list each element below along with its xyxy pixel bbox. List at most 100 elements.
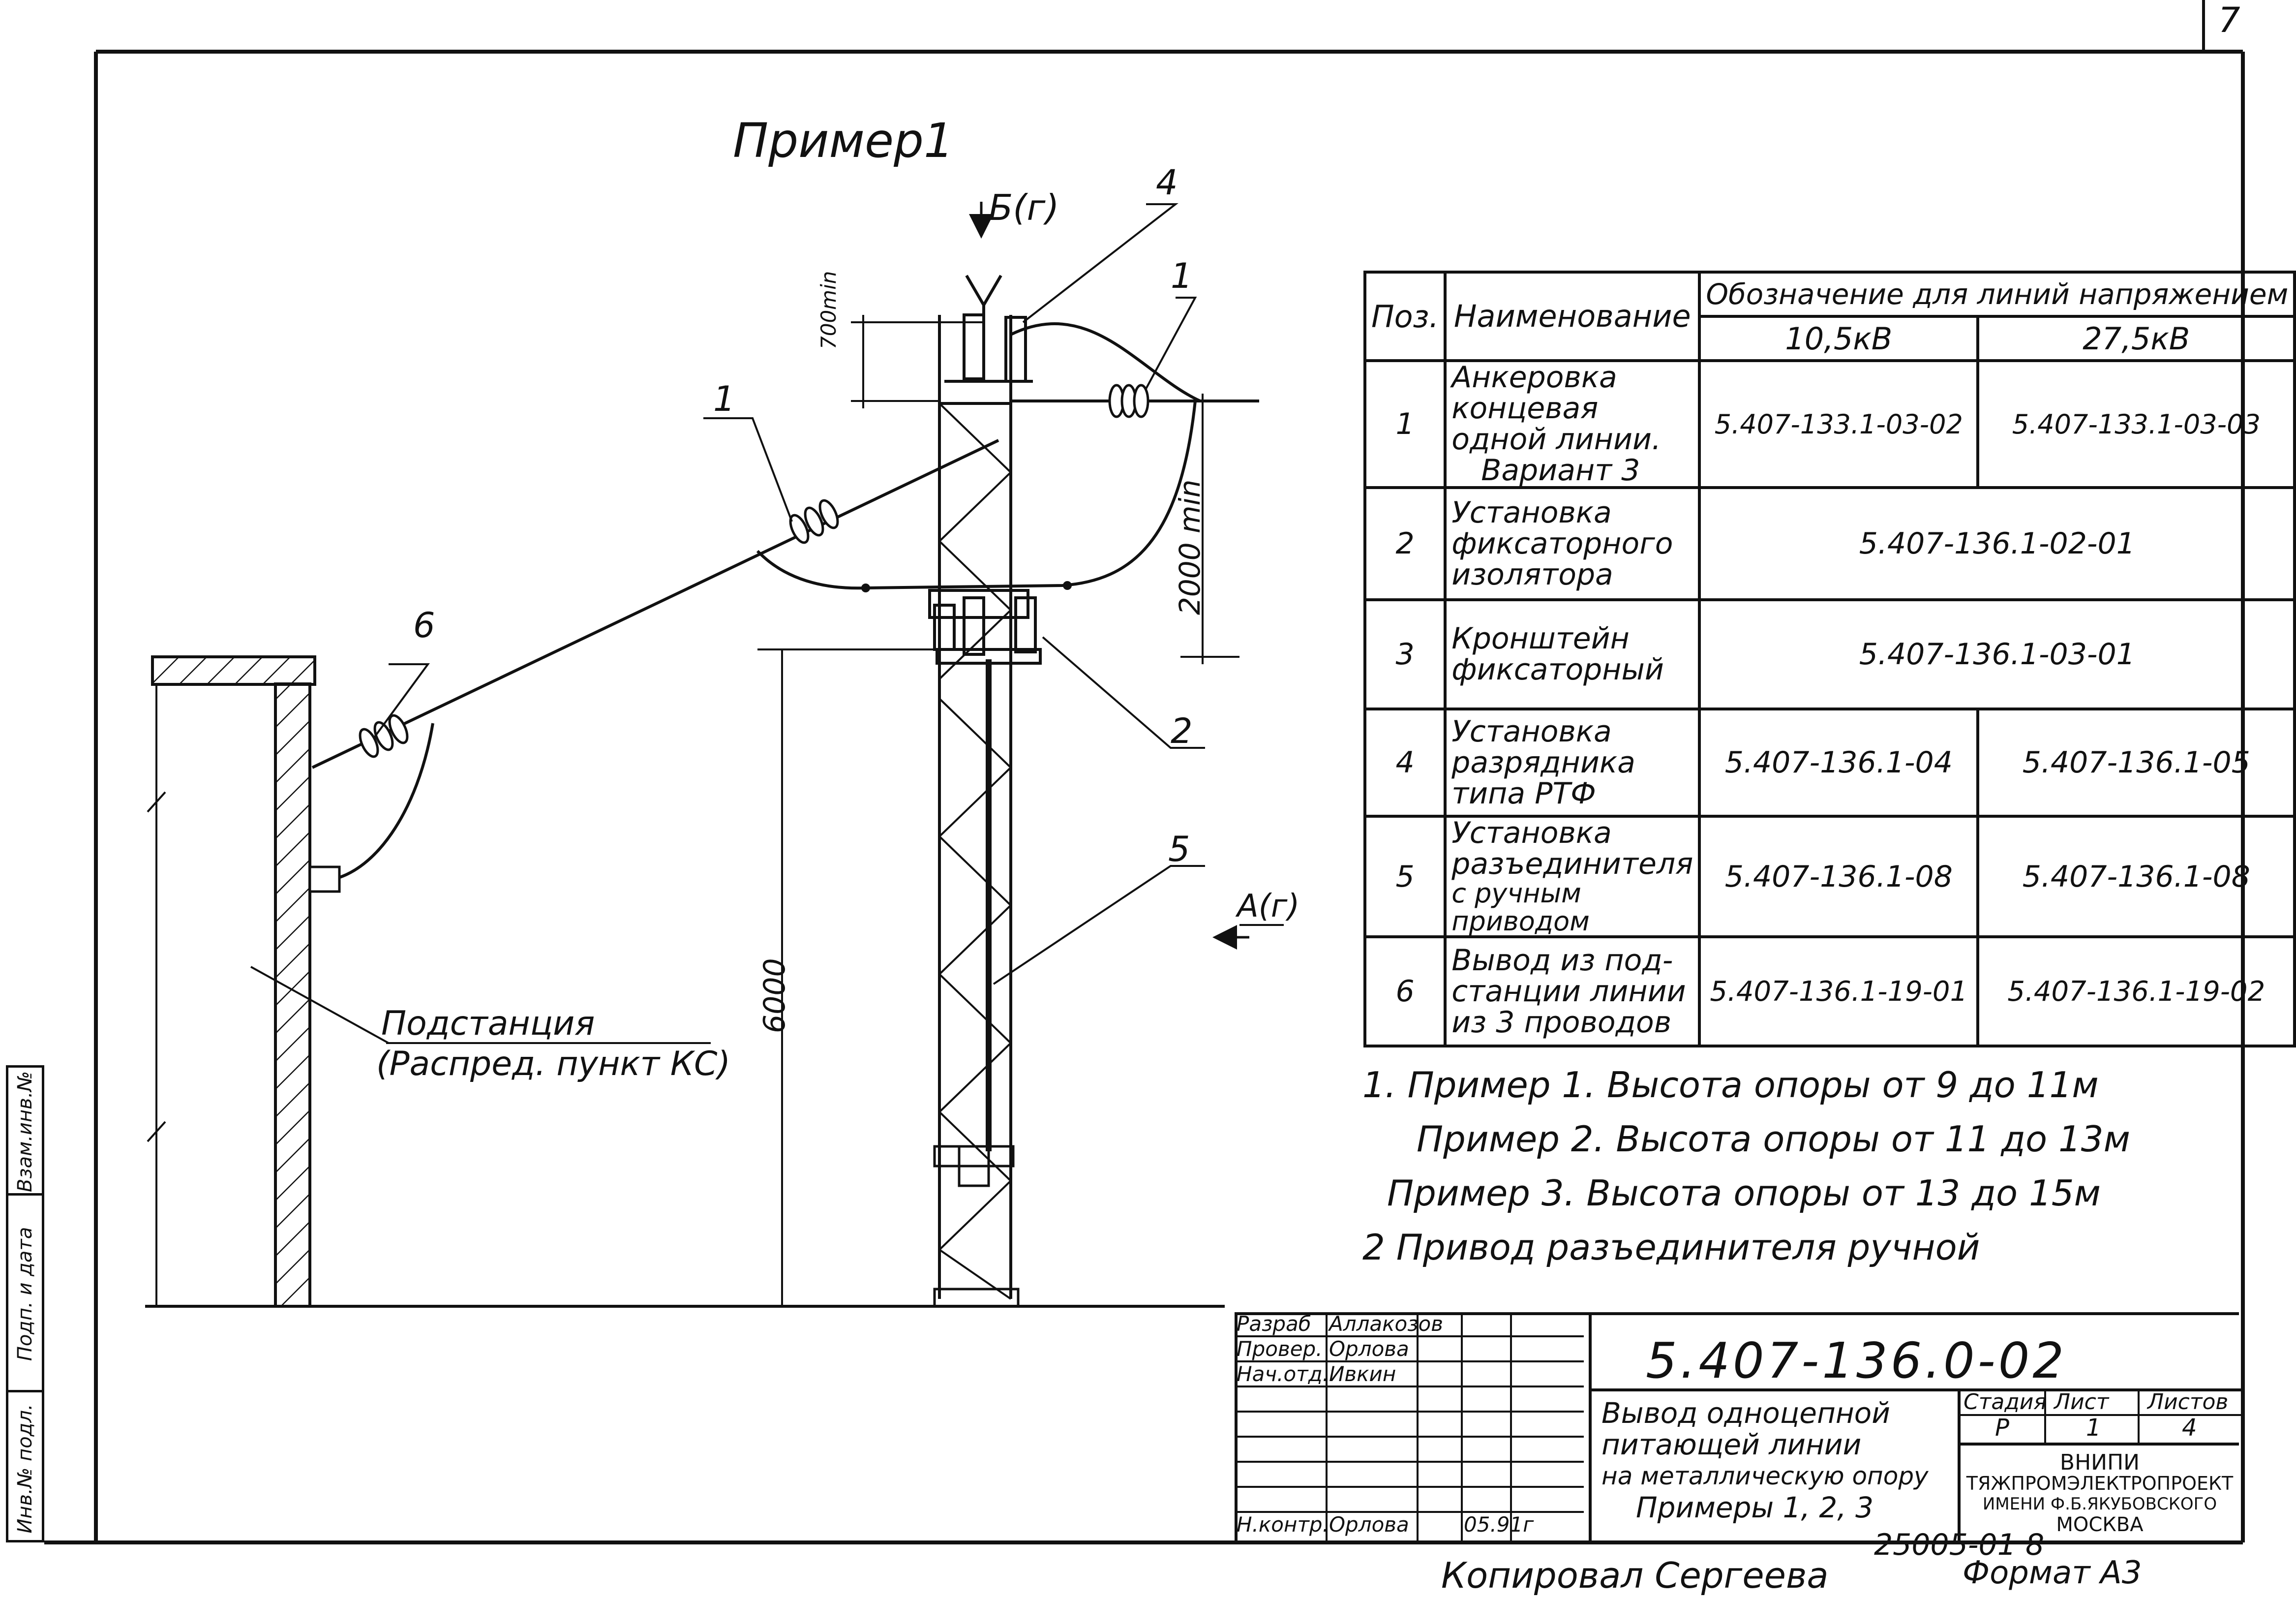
header-voltage-10: 10,5кВ [1698, 315, 1980, 362]
row-name: Установка фиксаторного изолятора [1444, 486, 1701, 601]
wall-dimension [147, 684, 166, 1306]
note-line: Пример 2. Высота опоры от 11 до 13м [1417, 1118, 2130, 1160]
signature-name: Орлова [1329, 1337, 1409, 1361]
callout-5: 5 [1168, 829, 1190, 869]
side-label: Взам.инв.№ [14, 1071, 36, 1193]
insulator-strings [308, 384, 1149, 893]
signature-row [1235, 1488, 1584, 1513]
stage-header: Стадия [1964, 1389, 2047, 1415]
row-name-line: разъединителя [1451, 847, 1693, 881]
signature-grid: Разраб Аллакозов Провер. Орлова Нач.отд.… [1235, 1312, 1584, 1543]
signature-row: Н.контр. Орлова 05.91г [1235, 1513, 1584, 1536]
row-name-line: одной линии. [1451, 422, 1662, 457]
example-title: Пример1 [733, 113, 954, 168]
header-pos: Поз. [1363, 271, 1447, 362]
row-name-line: станции линии [1451, 974, 1686, 1009]
callout-1-right: 1 [1171, 256, 1193, 296]
specification-table: Поз. Наименование Обозначение для линий … [1363, 271, 2296, 1048]
callout-leaders [373, 203, 1205, 985]
side-label: Инв.№ подл. [14, 1404, 36, 1534]
signature-name: Аллакозов [1329, 1312, 1444, 1336]
table-row: 2 Установка фиксаторного изолятора 5.407… [1363, 486, 2296, 601]
row-name-line: Анкеровка концевая [1451, 360, 1617, 426]
row-name-line: изолятора [1451, 557, 1613, 592]
row-designation-10: 5.407-136.1-08 [1698, 814, 1980, 939]
row-name-line: с ручным приводом [1451, 878, 1590, 937]
organization-cell: ВНИПИ ТЯЖПРОМЭЛЕКТРОПРОЕКТ ИМЕНИ Ф.Б.ЯКУ… [1958, 1443, 2239, 1543]
table-row: 1 Анкеровка концевая одной линии. Вариан… [1363, 359, 2296, 489]
table-row: 4 Установка разрядника типа РТФ 5.407-13… [1363, 708, 2296, 818]
row-pos: 5 [1363, 814, 1447, 939]
row-name-line: фиксаторный [1451, 652, 1664, 687]
sheet-header: Лист [2054, 1389, 2109, 1415]
view-label-b: Б(г) [989, 187, 1059, 228]
drawing-title: Вывод одноцепной питающей линии на метал… [1589, 1388, 1958, 1543]
header-voltage-27: 27,5кВ [1976, 315, 2296, 362]
row-name-line: Вариант 3 [1481, 453, 1640, 488]
org-line: ТЯЖПРОМЭЛЕКТРОПРОЕКТ [1966, 1473, 2234, 1494]
side-cell: Подп. и дата [6, 1193, 44, 1392]
signature-row: Разраб Аллакозов [1235, 1312, 1584, 1337]
copied-by: Копировал Сергеева [1441, 1555, 1829, 1596]
table-row: 3 Кронштейн фиксаторный 5.407-136.1-03-0… [1363, 598, 2296, 710]
sheet-value: 1 [2086, 1414, 2101, 1442]
org-line: ВНИПИ [2059, 1450, 2140, 1475]
drawing-title-line: питающей линии [1601, 1428, 1862, 1461]
wire-clamp [1063, 581, 1072, 590]
header-designation: Обозначение для линий напряжением [1698, 271, 2296, 318]
substation-wall [151, 655, 316, 1308]
drawing-title-line: Примеры 1, 2, 3 [1636, 1491, 1874, 1524]
row-designation-27: 5.407-136.1-05 [1976, 708, 2296, 818]
signature-row: Провер. Орлова [1235, 1337, 1584, 1362]
row-pos: 3 [1363, 598, 1447, 710]
row-designation-27: 5.407-136.1-08 [1976, 814, 2296, 939]
signature-row [1235, 1463, 1584, 1488]
sheet-number: 7 [2218, 0, 2240, 40]
signature-row: Нач.отд. Ивкин [1235, 1362, 1584, 1387]
row-name: Анкеровка концевая одной линии. Вариант … [1444, 359, 1701, 489]
drawing-title-line: на металлическую опору [1601, 1462, 1929, 1490]
signature-name: Орлова [1329, 1512, 1409, 1537]
row-designation-merged: 5.407-136.1-02-01 [1698, 486, 2296, 601]
pole-dimensions [757, 315, 1239, 1306]
signature-role: Разраб [1237, 1312, 1311, 1336]
stage-sheet-cells: Стадия Лист Листов Р 1 4 [1958, 1388, 2242, 1443]
pole-top-equipment [928, 275, 1042, 665]
archive-number: 25005-01 8 [1874, 1528, 2045, 1562]
row-designation-merged: 5.407-136.1-03-01 [1698, 598, 2296, 710]
row-name-line: разрядника [1451, 745, 1635, 780]
title-block: Разраб Аллакозов Провер. Орлова Нач.отд.… [1235, 1312, 2242, 1543]
row-pos: 6 [1363, 935, 1447, 1048]
org-line: МОСКВА [2056, 1513, 2144, 1536]
callout-4: 4 [1156, 162, 1178, 203]
row-name-line: из 3 проводов [1451, 1005, 1672, 1040]
row-name: Вывод из под- станции линии из 3 проводо… [1444, 935, 1701, 1048]
substation-label-line2: (Распред. пункт КС) [376, 1045, 731, 1083]
wire-clamp [861, 584, 870, 592]
substation-label-line1: Подстанция [381, 1004, 595, 1043]
signature-role: Нач.отд. [1237, 1362, 1329, 1386]
callout-1-left: 1 [713, 379, 735, 419]
signature-date: 05.91г [1464, 1512, 1534, 1537]
substation-leader [250, 966, 389, 1044]
signature-role: Н.контр. [1237, 1512, 1329, 1537]
row-name: Установка разрядника типа РТФ [1444, 708, 1701, 818]
org-line: ИМЕНИ Ф.Б.ЯКУБОВСКОГО [1982, 1494, 2217, 1514]
row-designation-10: 5.407-136.1-19-01 [1698, 935, 1980, 1048]
side-cell: Взам.инв.№ [6, 1065, 44, 1196]
side-label: Подп. и дата [14, 1227, 36, 1361]
format-label: Формат А3 [1963, 1555, 2142, 1591]
row-name-line: типа РТФ [1451, 776, 1596, 811]
row-designation-27: 5.407-136.1-19-02 [1976, 935, 2296, 1048]
table-row: 6 Вывод из под- станции линии из 3 прово… [1363, 935, 2296, 1048]
row-name-line: Установка [1451, 816, 1612, 850]
row-name-line: Кронштейн [1451, 621, 1630, 656]
header-name: Наименование [1444, 271, 1701, 362]
side-approval-strip: Взам.инв.№ Подп. и дата Инв.№ подл. [6, 1065, 44, 1542]
sheets-header: Листов [2147, 1389, 2229, 1415]
note-line: 1. Пример 1. Высота опоры от 9 до 11м [1362, 1064, 2099, 1106]
row-pos: 1 [1363, 359, 1447, 489]
drawing-code-cell: 5.407-136.0-02 [1589, 1312, 2242, 1391]
row-name-line: Вывод из под- [1451, 943, 1673, 978]
row-pos: 4 [1363, 708, 1447, 818]
